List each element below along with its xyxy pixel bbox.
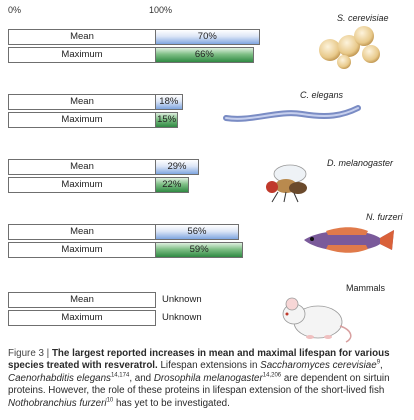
data-label: 22% [162, 179, 182, 190]
mouse-icon [282, 297, 352, 343]
data-label: 66% [194, 49, 214, 60]
extension-bar-mean: 70% [156, 29, 260, 45]
species-label-s-cerevisiae: S. cerevisiae [337, 13, 389, 23]
caption-text-1: Lifespan extensions in [160, 360, 258, 372]
caption-text-3: are dependent on sirtuin proteins. Howev… [8, 372, 390, 397]
caption-ref-2: 14,174 [110, 372, 130, 379]
baseline-bar-mean: Mean [8, 29, 156, 45]
unknown-label: Unknown [162, 312, 202, 323]
caption-ref-1: 9 [376, 360, 381, 367]
data-label: 59% [189, 244, 209, 255]
caption-ref-3: 14,206 [262, 372, 282, 379]
axis-label-zero: 0% [8, 5, 22, 15]
axis-label-hundred: 100% [149, 5, 173, 15]
data-label: 15% [157, 114, 177, 125]
baseline-bar-mean: Mean [8, 224, 156, 240]
yeast-cells-icon [319, 26, 380, 69]
caption-text-4: has yet to be investigated. [115, 397, 230, 409]
extension-bar-maximum: 15% [156, 112, 179, 128]
species-label-d-melanogaster: D. melanogaster [327, 158, 394, 168]
caption-text-2: , and [129, 372, 152, 384]
baseline-bar-maximum: Maximum [8, 242, 156, 258]
caption-ref-4: 10 [106, 397, 114, 404]
baseline-bar-mean: Mean [8, 94, 156, 110]
baseline-bar-maximum: Maximum [8, 112, 156, 128]
extension-bar-maximum: 66% [156, 47, 254, 63]
baseline-bar-maximum: Maximum [8, 310, 156, 326]
data-label: 29% [167, 161, 187, 172]
extension-bar-maximum: 59% [156, 242, 244, 258]
unknown-label: Unknown [162, 294, 202, 305]
figure-caption: Figure 3 | The largest reported increase… [8, 348, 408, 410]
caption-species-3: Drosophila melanogaster [153, 372, 263, 384]
baseline-bar-maximum: Maximum [8, 47, 156, 63]
baseline-bar-maximum: Maximum [8, 177, 156, 193]
data-label: 70% [197, 31, 217, 42]
caption-species-1: Saccharomyces cerevisiae [260, 360, 377, 372]
caption-title: The largest reported increases in mean a… [8, 348, 390, 372]
caption-species-4: Nothobranchius furzeri [8, 397, 107, 409]
extension-bar-mean: 18% [156, 94, 183, 110]
data-label: 18% [159, 96, 179, 107]
extension-bar-mean: 29% [156, 159, 199, 175]
species-label-c-elegans: C. elegans [300, 90, 344, 100]
fruit-fly-icon [266, 164, 307, 203]
species-label-mammals: Mammals [346, 283, 386, 293]
baseline-bar-mean: Mean [8, 292, 156, 308]
species-label-n-furzeri: N. furzeri [366, 212, 403, 222]
data-label: 56% [187, 226, 207, 237]
caption-species-2: Caenorhabditis elegans [8, 372, 111, 384]
extension-bar-maximum: 22% [156, 177, 189, 193]
fish-icon [304, 227, 394, 253]
caption-sep-1: , [380, 360, 383, 372]
baseline-bar-mean: Mean [8, 159, 156, 175]
extension-bar-mean: 56% [156, 224, 239, 240]
worm-icon [223, 105, 361, 122]
caption-figure-label: Figure 3 | [8, 348, 50, 359]
